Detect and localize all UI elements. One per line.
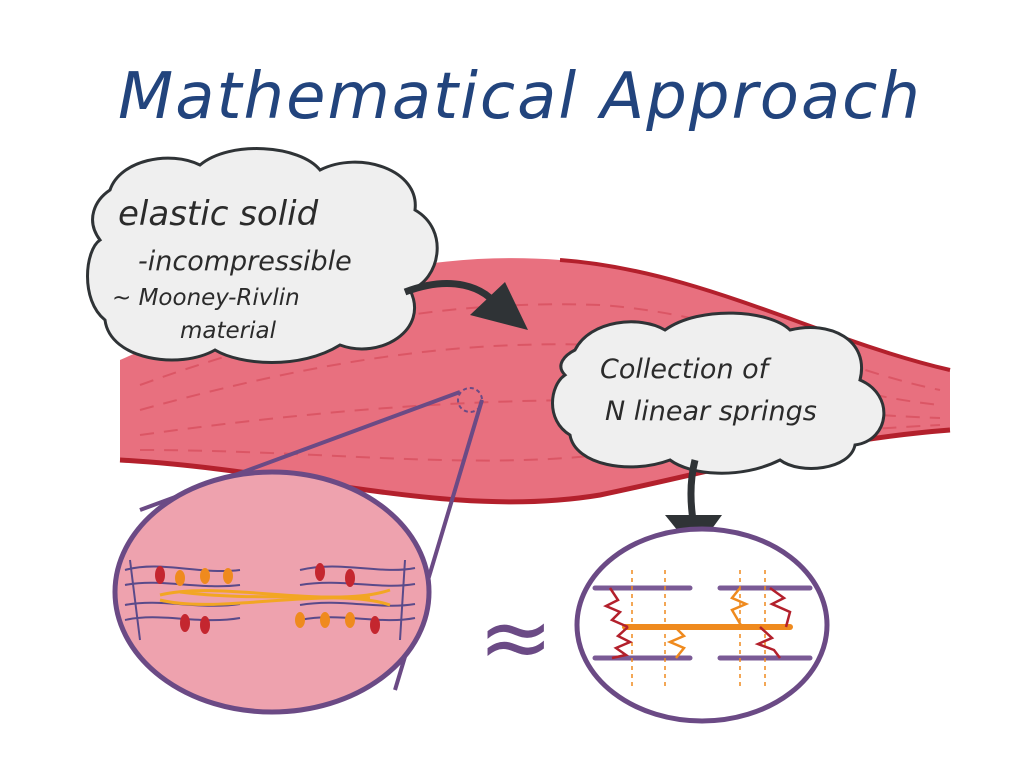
- right-cloud: Collection of N linear springs: [551, 311, 886, 475]
- title: Mathematical Approach: [118, 60, 922, 134]
- arrow-icon: [403, 280, 528, 330]
- right-note-line1: Collection of: [600, 354, 772, 385]
- sarcomere-detail: [112, 469, 432, 715]
- right-note-line2: N linear springs: [605, 396, 817, 427]
- left-note-line2: -incompressible: [138, 246, 352, 277]
- approx-symbol: ≈: [478, 585, 553, 690]
- left-note-line3: ~ Mooney-Rivlin: [112, 285, 300, 311]
- left-note-line4: material: [180, 318, 277, 344]
- spring-model: [574, 526, 830, 724]
- left-cloud: elastic solid -incompressible ~ Mooney-R…: [86, 147, 439, 364]
- left-note-line1: elastic solid: [118, 194, 319, 234]
